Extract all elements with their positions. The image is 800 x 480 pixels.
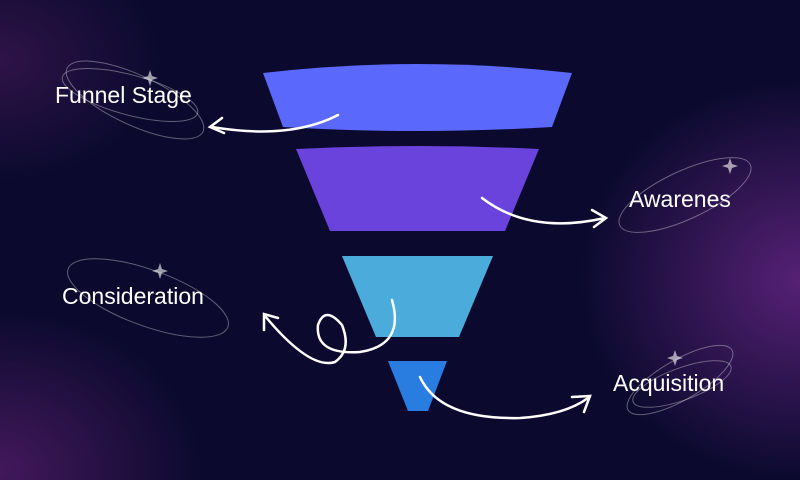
orbit-decoration bbox=[626, 344, 734, 416]
arrow-to-consideration bbox=[263, 298, 397, 365]
orbit-decoration bbox=[61, 68, 199, 122]
orbit-decoration bbox=[632, 360, 732, 408]
arrow-to-funnel-stage bbox=[210, 113, 340, 133]
label-funnel-stage: Funnel Stage bbox=[55, 82, 192, 108]
arrow-to-awareness bbox=[480, 196, 607, 225]
label-awareness: Awarenes bbox=[629, 186, 731, 212]
funnel-layer-3 bbox=[342, 256, 493, 337]
sparkle-icon bbox=[667, 350, 683, 366]
sparkle-icon bbox=[722, 158, 738, 174]
arrowhead-icon bbox=[590, 208, 609, 229]
arrowhead-icon bbox=[207, 116, 226, 135]
arrowhead-icon bbox=[570, 394, 592, 414]
arrow-to-acquisition bbox=[418, 375, 590, 420]
sparkle-icon bbox=[152, 263, 168, 279]
funnel-layer-2 bbox=[296, 146, 539, 231]
label-acquisition: Acquisition bbox=[613, 370, 725, 396]
orbit-decoration bbox=[618, 157, 752, 233]
sparkle-icon bbox=[142, 70, 158, 86]
funnel-layer-1 bbox=[263, 64, 572, 131]
funnel-layer-4 bbox=[388, 361, 447, 411]
arrowhead-icon bbox=[262, 312, 280, 332]
label-consideration: Consideration bbox=[62, 283, 204, 309]
